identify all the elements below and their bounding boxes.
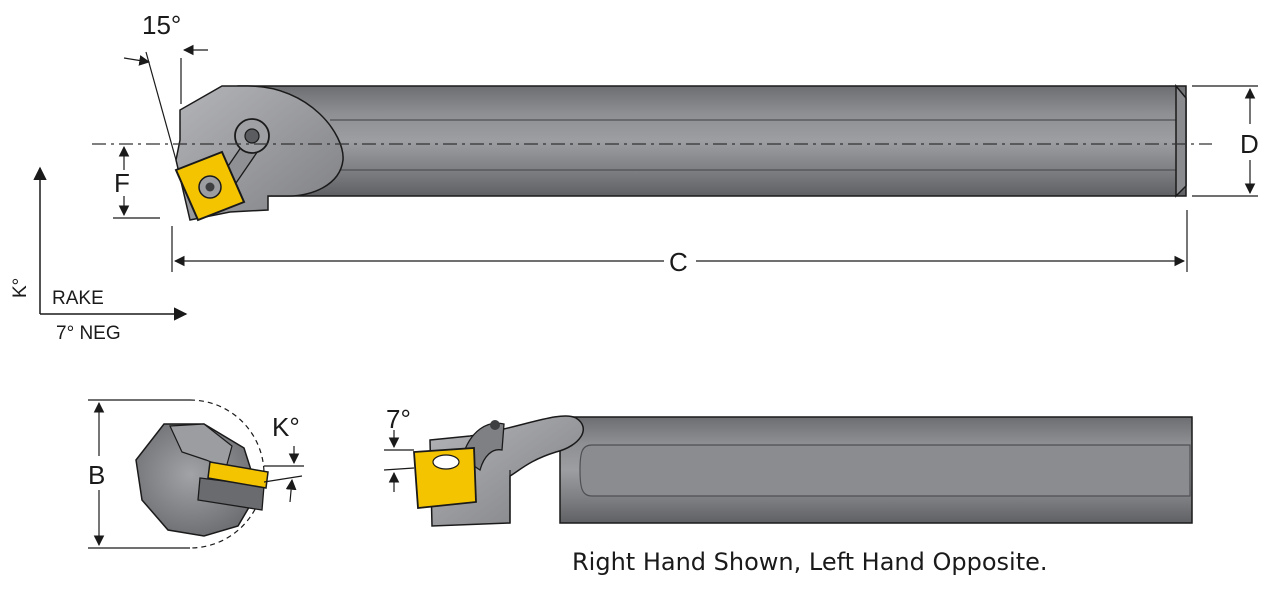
end-outline-dashed [189,399,265,549]
top-clamp-screw-inner [244,128,260,144]
d-dimension: D [1192,85,1259,197]
side-view: 7° [383,404,1193,527]
caption: Right Hand Shown, Left Hand Opposite. [572,548,1048,576]
angle-7-label: 7° [386,404,411,434]
c-dimension: C [171,210,1188,277]
top-insert-hole-inner [205,182,215,192]
side-insert-hole [432,454,460,470]
dim-b-label: B [88,460,105,490]
angle-15-label: 15° [142,10,181,40]
k-end-label: K° [272,412,300,442]
dim-d-label: D [1240,129,1259,159]
k-axis-label: K° [10,278,31,298]
rake-axes: K° RAKE 7° NEG [10,166,188,344]
angle-15-dimension: 15° [123,10,208,161]
rake-label: RAKE [52,288,104,309]
top-view [174,83,1187,222]
dim-c-label: C [669,247,688,277]
side-shank-flat [579,444,1191,497]
neg-label: 7° NEG [56,323,121,344]
top-shank [237,85,1187,197]
end-view: B K° [88,399,304,549]
side-insert [413,447,477,509]
end-insert [207,461,269,489]
dim-f-label: F [114,168,130,198]
f-dimension: F [113,145,160,219]
top-shank-chamfer [1175,83,1187,198]
side-clamp-screw [490,420,500,430]
